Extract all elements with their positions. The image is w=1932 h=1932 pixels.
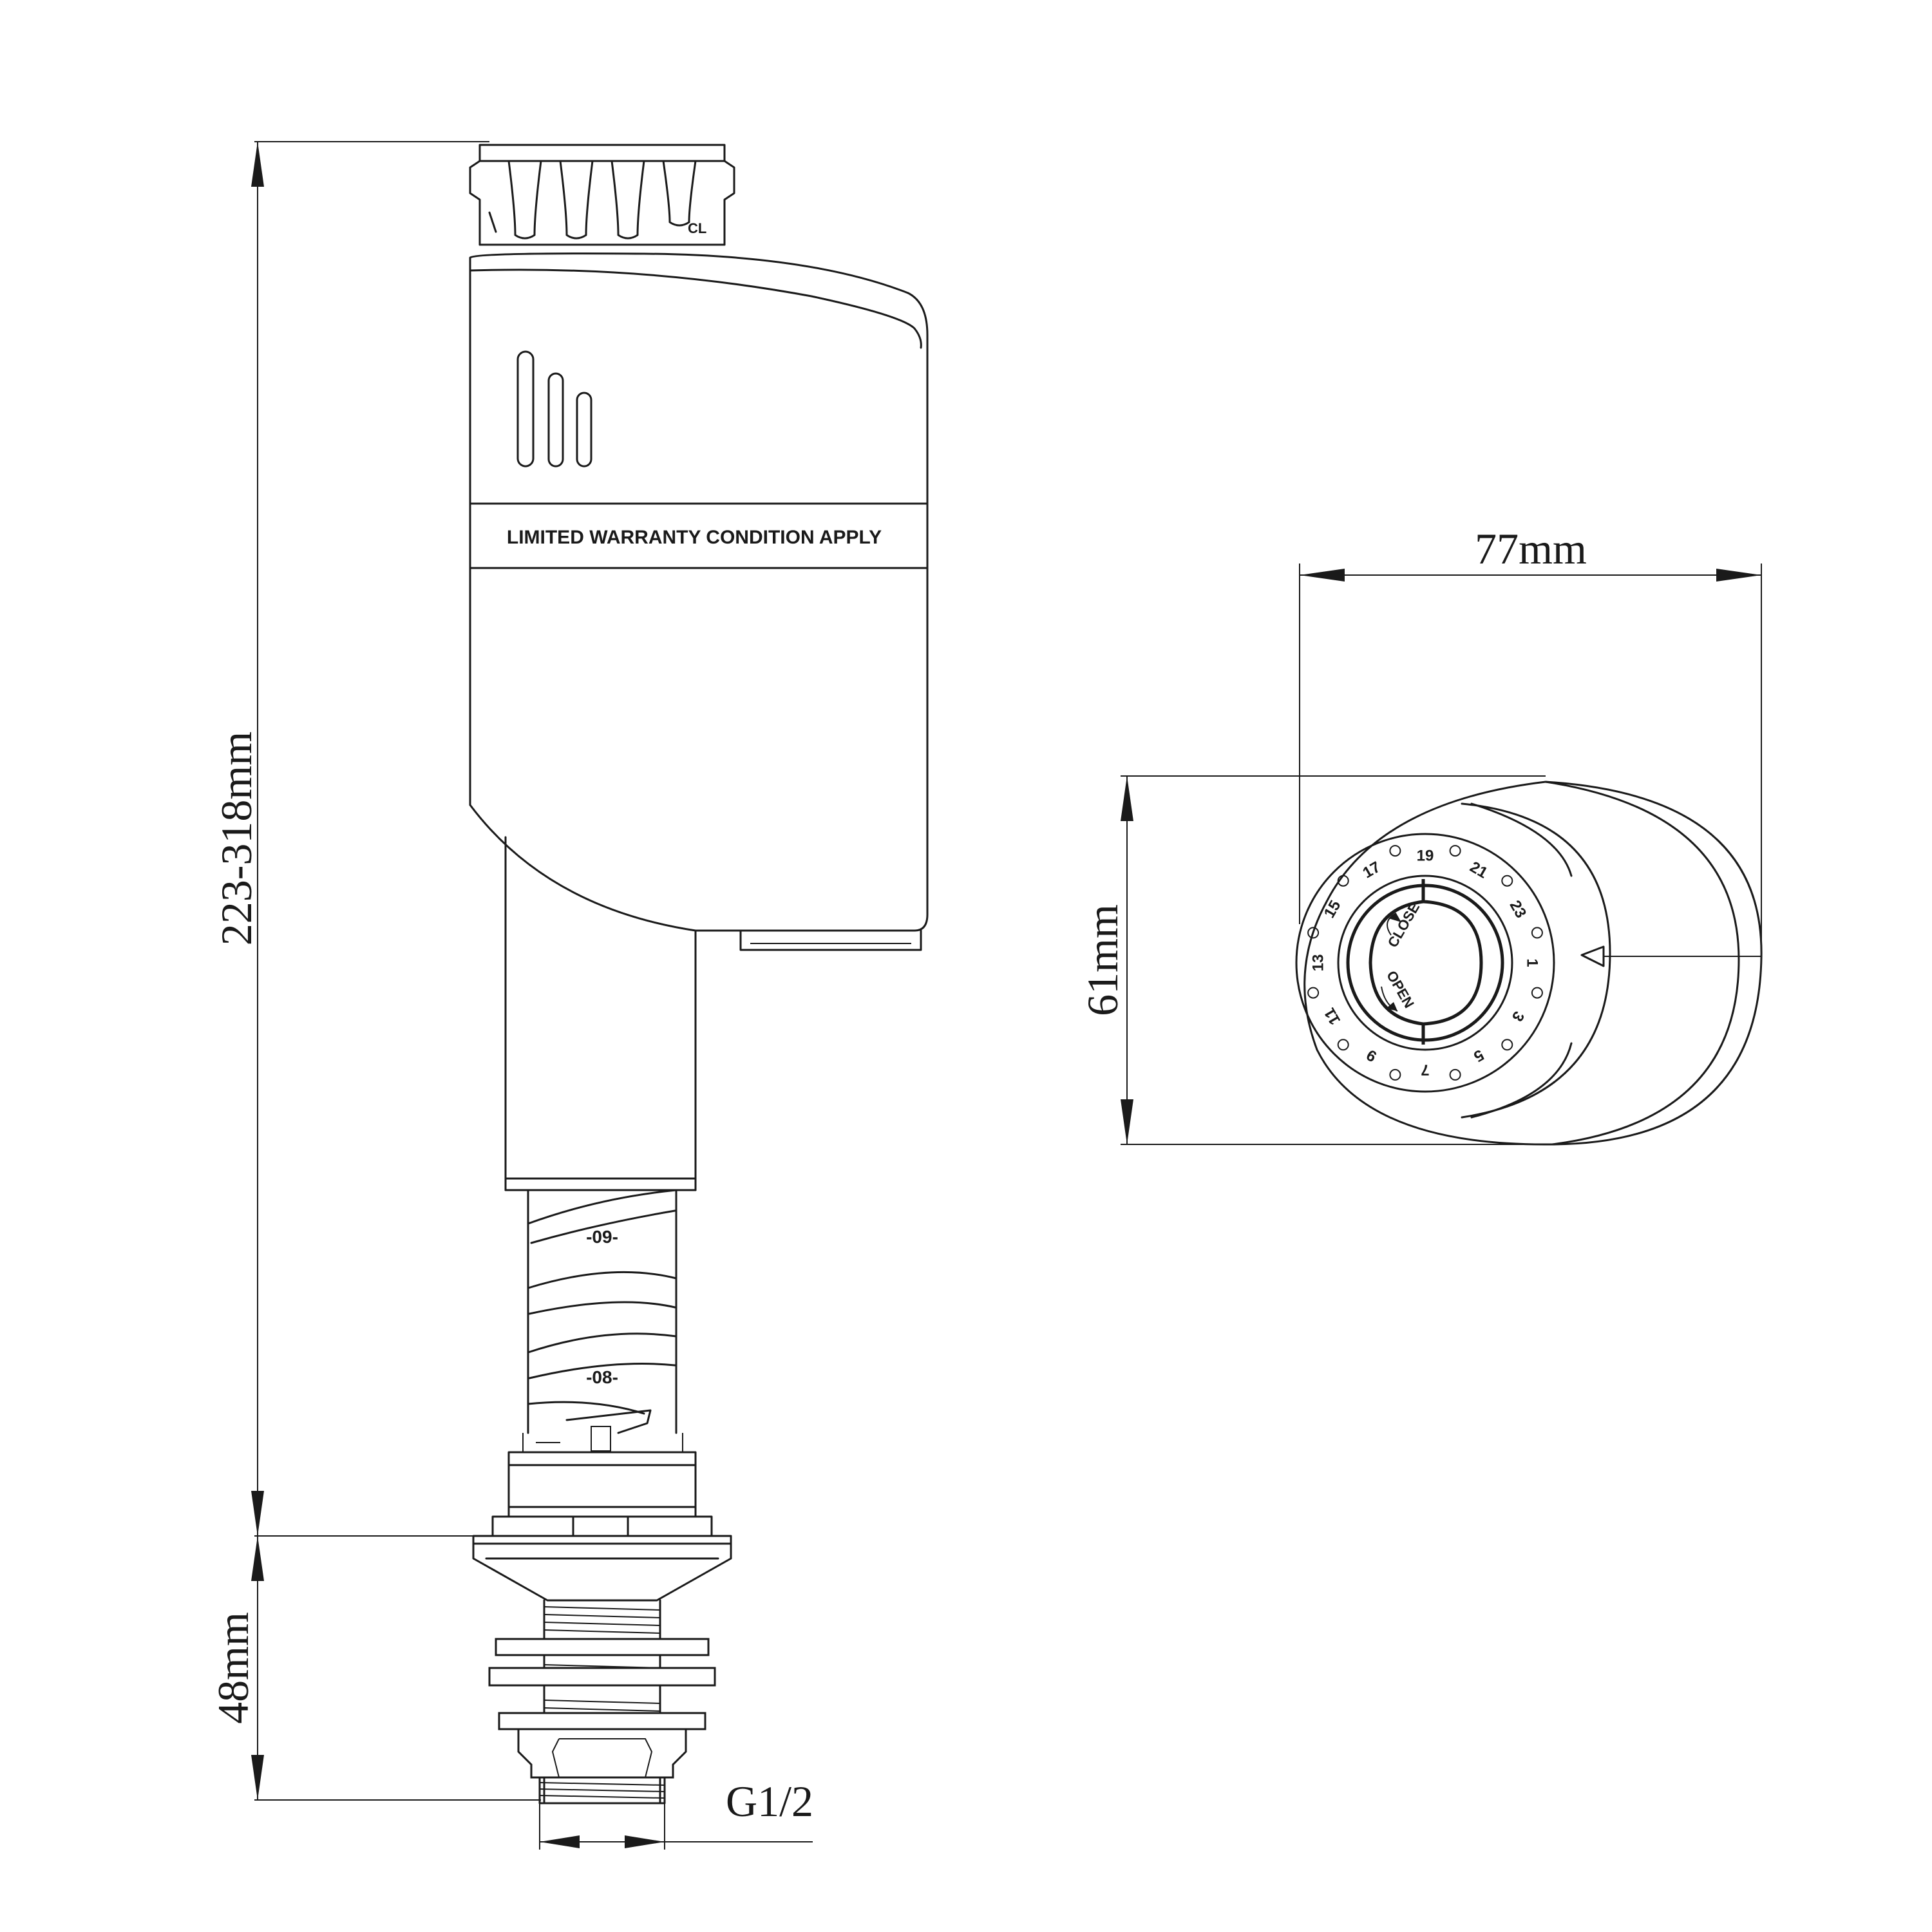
dial-number: 9: [1363, 1046, 1379, 1065]
bottom-connector: [472, 1451, 732, 1804]
dial-number: 5: [1471, 1046, 1487, 1065]
dial-hole: [1531, 927, 1543, 939]
thread-label: G1/2: [726, 1777, 813, 1826]
depth-label: 61mm: [1078, 904, 1127, 1016]
base-height-label: 48mm: [209, 1612, 258, 1724]
slot-1: [516, 350, 535, 468]
dial-number: 19: [1417, 847, 1434, 864]
dial-number: 13: [1309, 954, 1327, 972]
warranty-label: LIMITED WARRANTY CONDITION APPLY: [507, 527, 882, 548]
dial-number: 1: [1524, 958, 1541, 967]
cap-mark: CL: [688, 220, 706, 236]
dial-hole: [1449, 1068, 1461, 1081]
scale-label-upper: -09-: [586, 1227, 618, 1247]
dial-hole: [1337, 1039, 1349, 1051]
washer-3: [498, 1712, 706, 1730]
dimension-width: 77mm: [1299, 524, 1762, 956]
dial-hole: [1307, 987, 1320, 999]
height-range-label: 223-318mm: [212, 732, 261, 945]
dial-hole: [1501, 1039, 1513, 1051]
dial-number: 11: [1321, 1005, 1344, 1027]
width-label: 77mm: [1475, 524, 1587, 573]
dial-number: 23: [1506, 898, 1530, 922]
dial-hole: [1307, 927, 1320, 939]
valve-cap: CL: [469, 144, 735, 246]
outlet-nozzle: [739, 929, 922, 951]
outer-shell: [1303, 781, 1763, 1146]
shaft: -09- -08-: [504, 836, 697, 1453]
dimension-thread: G1/2: [539, 1777, 813, 1850]
slot-2: [547, 372, 564, 468]
dial-hole: [1389, 845, 1401, 857]
dial-number: 7: [1421, 1061, 1429, 1079]
dial-hole: [1531, 987, 1543, 999]
slot-3: [576, 392, 592, 468]
dial-number: 17: [1360, 858, 1384, 882]
pointer-icon: [1580, 945, 1605, 967]
knob-slot: [1421, 879, 1483, 1045]
dial-hole: [1501, 875, 1513, 887]
side-view: CL LIMITED WARRANTY CONDITION APPLY: [209, 141, 929, 1850]
dial-ring-outer: [1295, 833, 1555, 1093]
dial-number: 21: [1467, 858, 1491, 882]
washer-1: [495, 1638, 710, 1656]
dial-holes: [1307, 845, 1543, 1081]
knob-outer: [1346, 884, 1504, 1042]
dimension-depth: 61mm: [1078, 775, 1552, 1145]
washer-2: [488, 1667, 716, 1687]
dial-number: 15: [1321, 898, 1345, 922]
dial-ring-inner: [1337, 875, 1513, 1051]
dial-hole: [1337, 875, 1349, 887]
hex-nut: [517, 1728, 687, 1779]
dial-hole: [1389, 1068, 1401, 1081]
dimension-height: 223-318mm: [212, 141, 489, 1537]
valve-body: LIMITED WARRANTY CONDITION APPLY: [469, 252, 929, 951]
dimension-base: 48mm: [209, 1536, 541, 1801]
scale-label-lower: -08-: [586, 1367, 618, 1387]
dial-number: 3: [1508, 1009, 1528, 1025]
dial-hole: [1449, 845, 1461, 857]
